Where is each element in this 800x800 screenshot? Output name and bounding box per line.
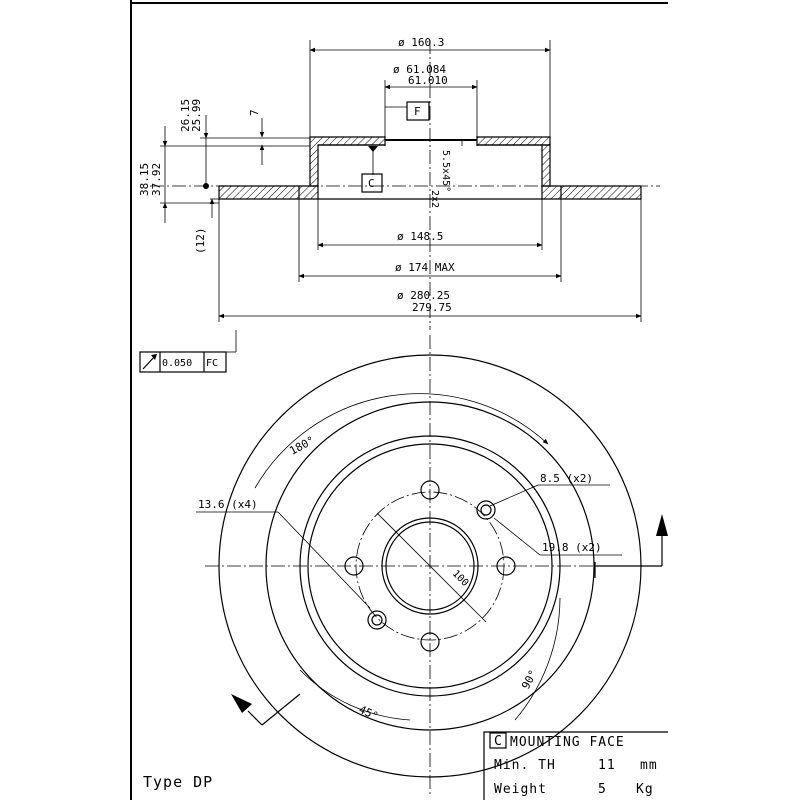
dim-bore-max: ø 61.084 xyxy=(393,63,446,76)
runout-icon xyxy=(142,354,157,370)
dim-chamfer-2: 2x2 xyxy=(429,190,440,208)
hat-right-wall xyxy=(541,144,551,187)
pcd-label: 100 xyxy=(450,568,471,589)
dim-height-min: 37.92 xyxy=(150,163,163,196)
hole-8-5: 8.5 (x2) xyxy=(540,472,593,485)
angle-45: 45° xyxy=(357,703,381,723)
min-th-value: 11 xyxy=(598,758,616,773)
dim-outer-top: ø 160.3 xyxy=(398,36,444,49)
dim-height-max: 38.15 xyxy=(138,163,151,196)
right-friction-ring xyxy=(541,185,642,200)
hole-13-6: 13.6 (x4) xyxy=(198,498,258,511)
weight-label: Weight xyxy=(494,782,547,797)
view-arrow-right xyxy=(594,514,668,578)
dim-chamfer: 5.5x45° xyxy=(440,150,451,192)
datum-f-label: F xyxy=(414,105,421,118)
dim-174: ø 174 MAX xyxy=(395,261,455,274)
weight-value: 5 xyxy=(598,782,607,797)
tolerance-ref: FC xyxy=(206,358,218,369)
tolerance-value: 0.050 xyxy=(162,358,192,369)
weight-unit: Kg xyxy=(636,782,654,797)
datum-c-label: C xyxy=(368,177,375,190)
dim-hat-min: 25.99 xyxy=(190,99,203,132)
mounting-face: MOUNTING FACE xyxy=(510,735,625,750)
hole-19-8: 19.8 (x2) xyxy=(542,541,602,554)
min-th-label: Min. TH xyxy=(494,758,556,773)
dim-hat-max: 26.15 xyxy=(179,99,192,132)
view-arrow-left xyxy=(231,693,301,726)
tolerance-frame: 0.050 FC xyxy=(139,351,227,373)
info-block: C MOUNTING FACE Min. TH 11 mm Weight 5 K… xyxy=(483,731,668,800)
frame xyxy=(130,0,668,800)
mounting-c-label: C xyxy=(494,734,503,749)
type-label: Type DP xyxy=(143,773,213,791)
min-th-unit: mm xyxy=(640,758,658,773)
angle-180: 180° xyxy=(287,434,317,458)
stud-holes xyxy=(344,480,516,652)
dim-outer-min: 279.75 xyxy=(412,301,452,314)
plan-view: 100 180° 90° 45° 13.6 (x4) 8.5 (x2) 19.8… xyxy=(196,335,668,795)
left-friction-ring xyxy=(218,185,319,200)
dim-bore-min: 61.010 xyxy=(408,74,448,87)
dim-twelve: (12) xyxy=(194,228,207,255)
cross-section: ø 160.3 ø 61.084 61.010 F C 5.5x45° 2x2 … xyxy=(138,36,660,373)
dim-148: ø 148.5 xyxy=(397,230,443,243)
dim-seven: 7 xyxy=(248,109,261,116)
dim-outer-max: ø 280.25 xyxy=(397,289,450,302)
